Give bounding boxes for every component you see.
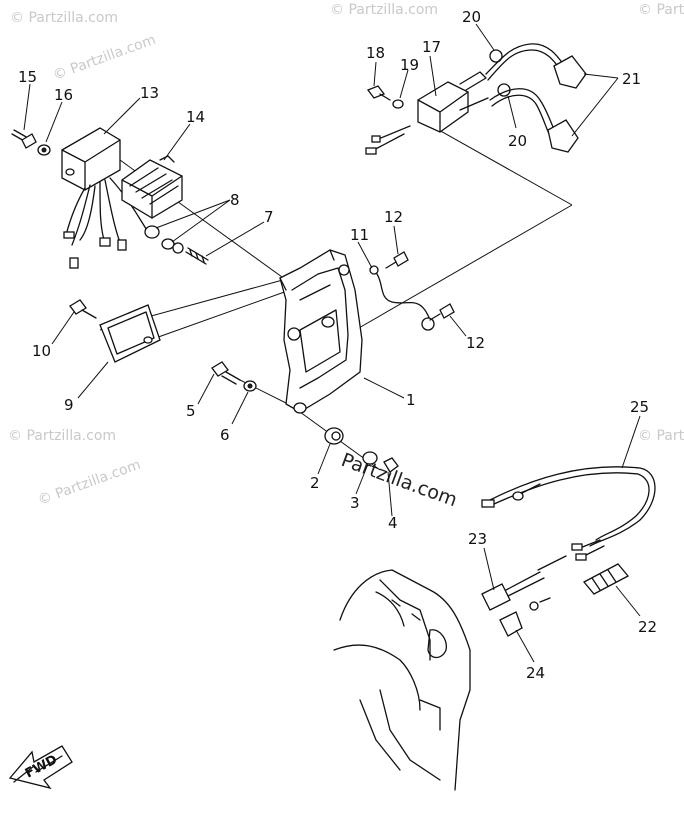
callout-16: 16 xyxy=(54,86,73,104)
callout-11: 11 xyxy=(350,226,369,244)
bolt-5 xyxy=(211,361,241,385)
callout-2: 2 xyxy=(310,474,320,492)
callout-24: 24 xyxy=(526,664,545,682)
plug-cap-upper-21 xyxy=(553,55,587,89)
callout-15: 15 xyxy=(18,68,37,86)
watermark-upper-left: © Partzilla.com xyxy=(51,32,158,84)
callout-19: 19 xyxy=(400,56,419,74)
callout-9: 9 xyxy=(64,396,74,414)
plug-lead-upper xyxy=(485,43,567,81)
callout-10: 10 xyxy=(32,342,51,360)
harness-25 xyxy=(481,466,656,561)
callout-17: 17 xyxy=(422,38,441,56)
bolt-12-lower xyxy=(429,303,455,321)
watermark-lower-left: © Partzilla.com xyxy=(36,457,143,509)
washer-16 xyxy=(37,144,51,156)
callout-1: 1 xyxy=(406,391,416,409)
screw-10 xyxy=(69,299,97,319)
switch-23 xyxy=(481,555,567,611)
sleeve-22 xyxy=(582,563,630,595)
watermark-mid-left: © Partzilla.com xyxy=(8,428,116,444)
plug-cap-lower-21 xyxy=(547,119,579,153)
callout-3: 3 xyxy=(350,494,360,512)
bracket-24 xyxy=(499,597,551,637)
callout-21: 21 xyxy=(622,70,641,88)
callout-12-upper: 12 xyxy=(384,208,403,226)
callout-5: 5 xyxy=(186,402,196,420)
nut-4 xyxy=(383,457,399,473)
watermark-top-right: © Partzilla.com xyxy=(638,2,684,18)
callout-7: 7 xyxy=(264,208,274,226)
washer-19 xyxy=(392,99,404,109)
callout-14: 14 xyxy=(186,108,205,126)
callout-13: 13 xyxy=(140,84,159,102)
callout-18: 18 xyxy=(366,44,385,62)
plate-9 xyxy=(99,304,161,363)
callout-22: 22 xyxy=(638,618,657,636)
callout-8: 8 xyxy=(230,191,240,209)
rectifier-14 xyxy=(121,155,183,219)
watermark-top-left: © Partzilla.com xyxy=(10,10,118,26)
grommet-2 xyxy=(324,427,344,445)
fwd-arrow: FWD xyxy=(8,745,73,790)
callout-leaders xyxy=(23,23,641,663)
plug-lead-lower xyxy=(489,83,557,137)
engine-block xyxy=(333,569,471,791)
ground-lead-11 xyxy=(369,265,435,331)
nuts-8 xyxy=(144,225,184,254)
callout-labels: 1 2 3 4 5 6 7 8 9 10 11 12 12 13 14 15 1… xyxy=(18,8,657,682)
watermark-top-center: © Partzilla.com xyxy=(330,2,438,18)
callout-20-upper: 20 xyxy=(462,8,481,26)
callout-6: 6 xyxy=(220,426,230,444)
callout-4: 4 xyxy=(388,514,398,532)
watermark-mid-right: © Partzilla.com xyxy=(638,428,684,444)
callout-25: 25 xyxy=(630,398,649,416)
washer-6 xyxy=(243,380,257,392)
bracket-1 xyxy=(279,249,363,414)
collar-3 xyxy=(362,451,378,465)
callout-12-lower: 12 xyxy=(466,334,485,352)
stud-7 xyxy=(185,247,209,265)
bolt-15 xyxy=(11,129,37,149)
bolt-18 xyxy=(366,85,391,101)
callout-20-lower: 20 xyxy=(508,132,527,150)
callout-23: 23 xyxy=(468,530,487,548)
ignition-coil-17 xyxy=(365,71,489,155)
bolt-12-upper xyxy=(385,251,409,269)
